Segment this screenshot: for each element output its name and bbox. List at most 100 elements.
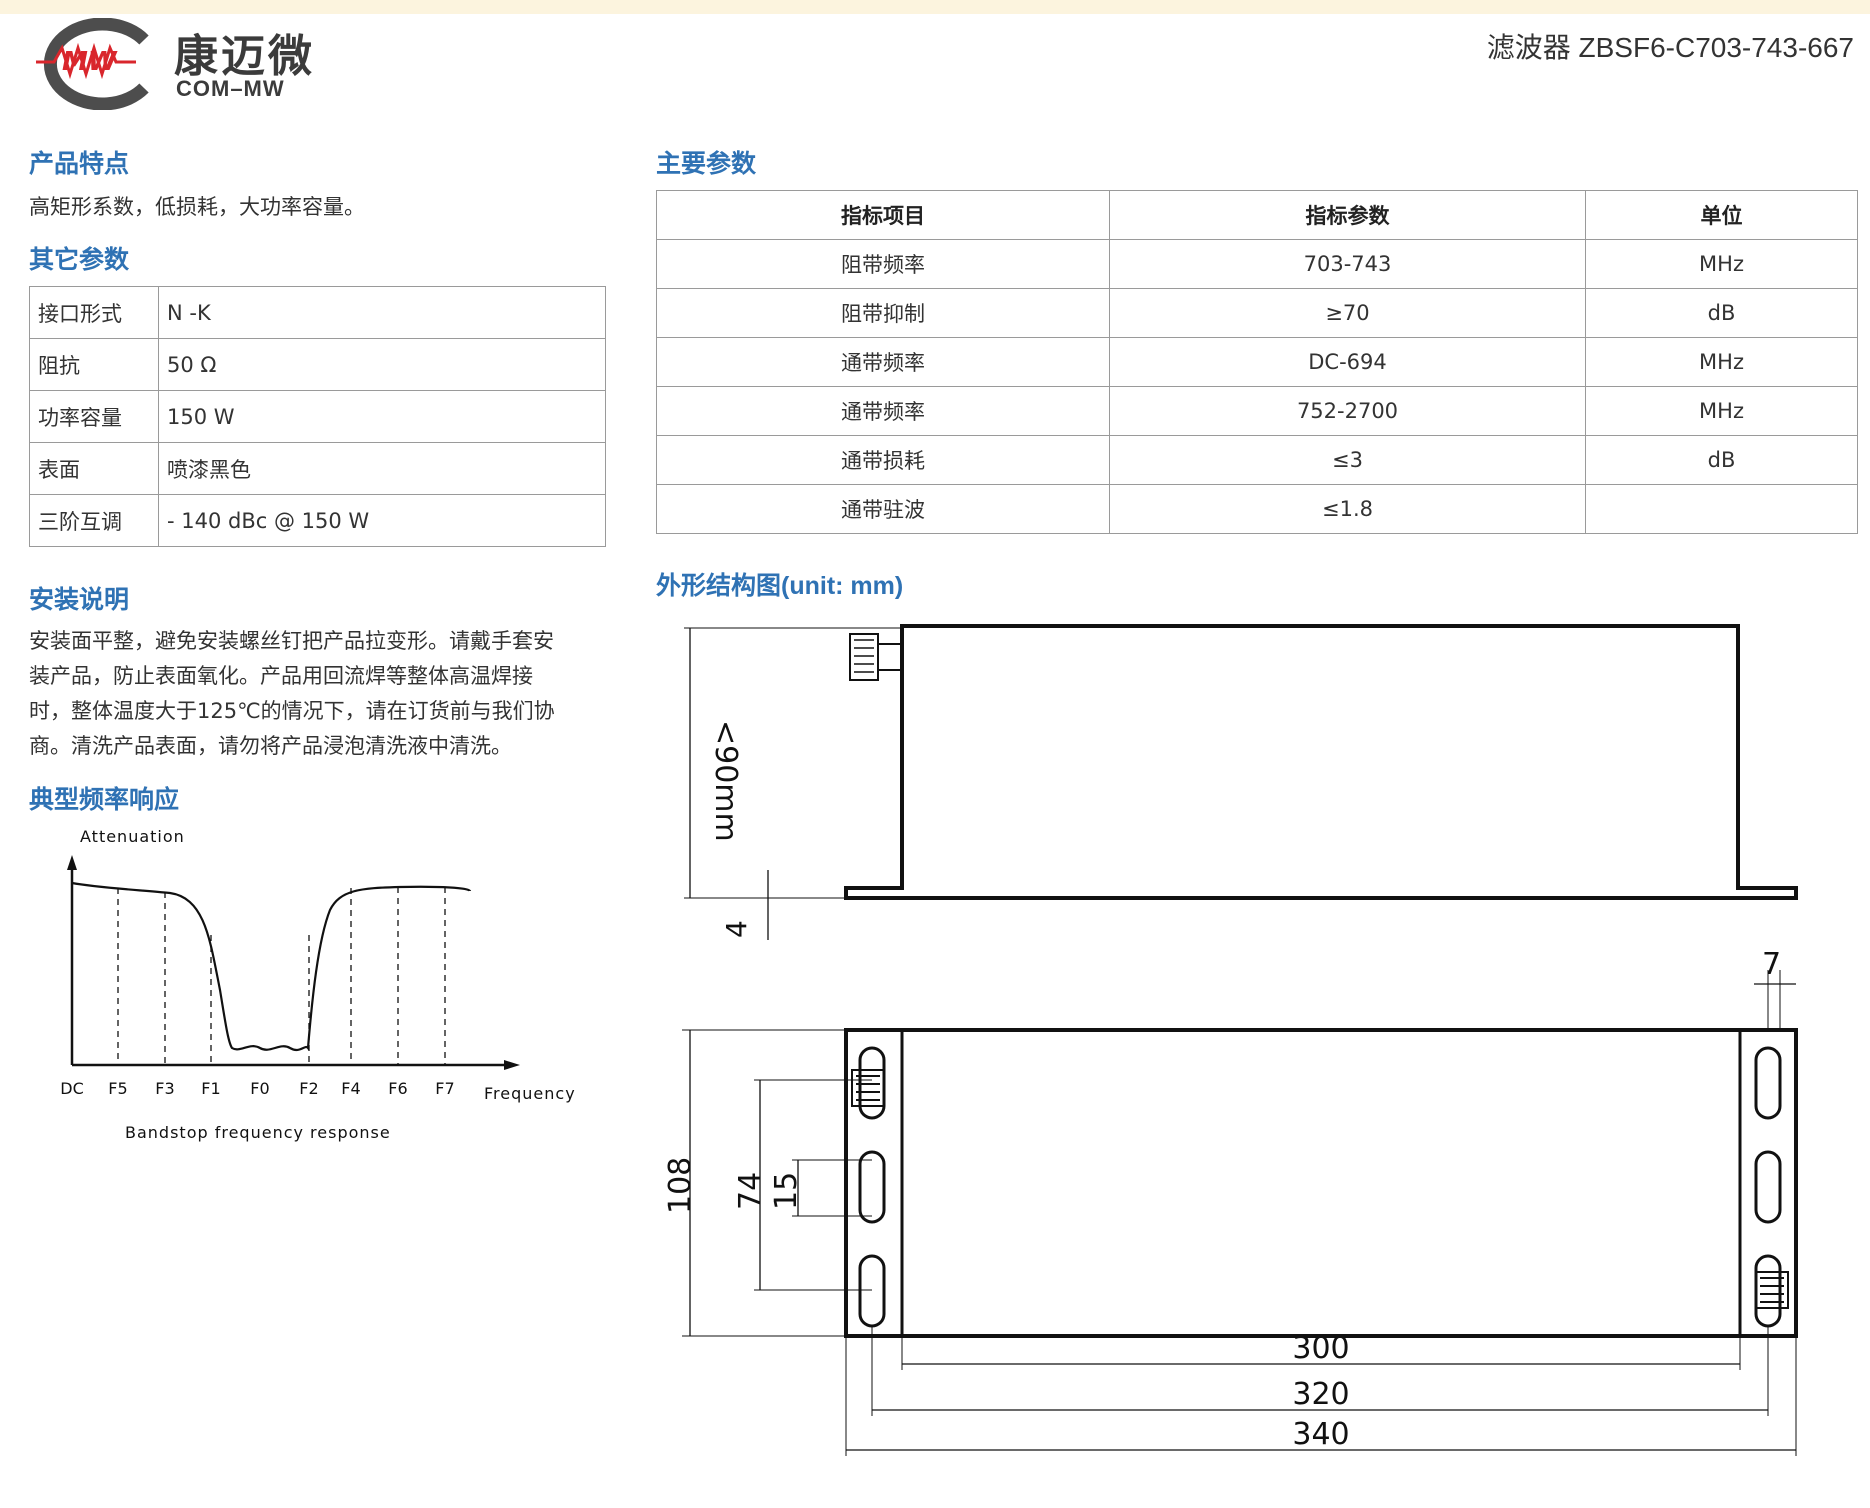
mounting-slots	[858, 1046, 1782, 1328]
tick-label: F0	[250, 1079, 269, 1098]
param-key: 三阶互调	[29, 494, 159, 547]
install-heading: 安装说明	[29, 586, 130, 614]
other-params-table: 接口形式 N -K 阻抗 50 Ω 功率容量 150 W 表面 喷漆黑色 三阶互…	[29, 286, 606, 547]
logo-mark-icon: MW	[36, 17, 149, 111]
table-cell: 通带频率	[656, 386, 1110, 436]
y-axis-arrow-icon	[67, 855, 77, 870]
column-header: 指标参数	[1109, 190, 1586, 240]
install-line: 时，整体温度大于125℃的情况下，请在订货前与我们协	[29, 699, 555, 723]
param-key: 阻抗	[29, 338, 159, 391]
param-value: - 140 dBc @ 150 W	[158, 494, 606, 547]
x-axis-arrow-icon	[504, 1060, 520, 1070]
table-cell: 通带频率	[656, 337, 1110, 387]
x-tick-labels: DC F5 F3 F1 F0 F2 F4 F6 F7	[60, 1079, 454, 1098]
table-cell: dB	[1585, 435, 1858, 485]
response-heading: 典型频率响应	[29, 786, 180, 814]
mounting-slot	[1754, 1254, 1782, 1328]
table-cell: 703-743	[1109, 239, 1586, 289]
document-title: 滤波器 ZBSF6-C703-743-667	[1486, 32, 1854, 63]
side-view: <90mm 4	[684, 624, 1798, 940]
table-row: 通带驻波 ≤1.8	[656, 484, 1858, 534]
brand-logo[interactable]: MW 康迈微 COM–MW	[26, 17, 316, 111]
dim-slot-label: 7	[1762, 947, 1781, 982]
column-header: 单位	[1585, 190, 1858, 240]
outline-drawing: <90mm 4	[663, 624, 1798, 1456]
features-text: 高矩形系数，低损耗，大功率容量。	[29, 195, 365, 219]
table-cell: MHz	[1585, 239, 1858, 289]
features-heading: 产品特点	[29, 150, 130, 178]
top-view-body	[844, 1028, 1798, 1338]
table-row: 接口形式 N -K	[29, 286, 606, 339]
install-line: 装产品，防止表面氧化。产品用回流焊等整体高温焊接	[29, 664, 533, 688]
dim-overall-label: 340	[1292, 1417, 1349, 1452]
side-view-body	[844, 624, 1798, 900]
frequency-markers	[117, 887, 446, 1065]
logo-letters: MW	[62, 47, 118, 77]
connector-bottom-icon	[1755, 1271, 1789, 1309]
tick-label: F4	[341, 1079, 360, 1098]
tick-label: DC	[60, 1079, 84, 1098]
table-cell: 通带损耗	[656, 435, 1110, 485]
install-text: 安装面平整，避免安装螺丝钉把产品拉变形。请戴手套安 装产品，防止表面氧化。产品用…	[29, 624, 555, 764]
frequency-response-diagram: Attenuation DC F5 F3 F1 F0 F2 F4 F6 F7 F…	[60, 827, 576, 1142]
main-params-heading: 主要参数	[656, 150, 757, 178]
dim-slot-len-label: 15	[769, 1172, 804, 1210]
brand-name-cn: 康迈微	[174, 31, 315, 82]
tick-label: F3	[155, 1079, 174, 1098]
table-row: 通带损耗 ≤3 dB	[656, 435, 1858, 485]
param-key: 功率容量	[29, 390, 159, 443]
connector-top-icon	[851, 1069, 885, 1107]
dim-depth-label: 108	[663, 1157, 698, 1214]
top-view: 108 74 15 7 300 320 340	[663, 947, 1798, 1456]
table-cell: ≤1.8	[1109, 484, 1586, 534]
dim-holes-label: 320	[1292, 1377, 1349, 1412]
response-ylabel: Attenuation	[80, 827, 185, 846]
table-cell	[1585, 484, 1858, 534]
param-value: N -K	[158, 286, 606, 339]
table-row: 阻抗 50 Ω	[29, 338, 606, 391]
mounting-slot	[1754, 1046, 1782, 1120]
table-cell: 752-2700	[1109, 386, 1586, 436]
dim-inner-label: 300	[1292, 1331, 1349, 1366]
top-banner-strip	[0, 0, 1870, 14]
dim-height-label: <90mm	[708, 720, 743, 842]
tick-label: F6	[388, 1079, 407, 1098]
table-row: 表面 喷漆黑色	[29, 442, 606, 495]
drawing-heading: 外形结构图(unit: mm)	[656, 572, 904, 600]
other-params-heading: 其它参数	[29, 246, 130, 274]
main-params-table: 指标项目 指标参数 单位 阻带频率 703-743 MHz 阻带抑制 ≥70 d…	[656, 190, 1858, 534]
table-row: 通带频率 DC-694 MHz	[656, 337, 1858, 387]
table-cell: dB	[1585, 288, 1858, 338]
brand-name-en: COM–MW	[176, 76, 285, 101]
dim-hole-pitch-label: 74	[733, 1172, 768, 1210]
table-row: 阻带抑制 ≥70 dB	[656, 288, 1858, 338]
column-header: 指标项目	[656, 190, 1110, 240]
response-caption: Bandstop frequency response	[125, 1123, 391, 1142]
table-cell: DC-694	[1109, 337, 1586, 387]
param-value: 喷漆黑色	[158, 442, 606, 495]
table-cell: ≤3	[1109, 435, 1586, 485]
tick-label: F7	[435, 1079, 454, 1098]
response-curve	[71, 881, 472, 1052]
param-value: 150 W	[158, 390, 606, 443]
table-row: 通带频率 752-2700 MHz	[656, 386, 1858, 436]
mounting-slot	[858, 1254, 886, 1328]
table-header-row: 指标项目 指标参数 单位	[656, 190, 1858, 240]
n-connector-icon	[849, 633, 903, 681]
response-xlabel: Frequency	[484, 1084, 576, 1103]
table-row: 功率容量 150 W	[29, 390, 606, 443]
install-line: 安装面平整，避免安装螺丝钉把产品拉变形。请戴手套安	[29, 629, 554, 653]
table-cell: MHz	[1585, 337, 1858, 387]
table-cell: MHz	[1585, 386, 1858, 436]
tick-label: F1	[201, 1079, 220, 1098]
mounting-slot	[858, 1150, 886, 1224]
table-row: 三阶互调 - 140 dBc @ 150 W	[29, 494, 606, 547]
table-cell: 阻带频率	[656, 239, 1110, 289]
table-row: 阻带频率 703-743 MHz	[656, 239, 1858, 289]
install-line: 商。清洗产品表面，请勿将产品浸泡清洗液中清洗。	[29, 734, 512, 758]
mounting-slot	[1754, 1150, 1782, 1224]
table-cell: ≥70	[1109, 288, 1586, 338]
dim-flange-label: 4	[720, 920, 753, 938]
tick-label: F5	[108, 1079, 127, 1098]
param-value: 50 Ω	[158, 338, 606, 391]
